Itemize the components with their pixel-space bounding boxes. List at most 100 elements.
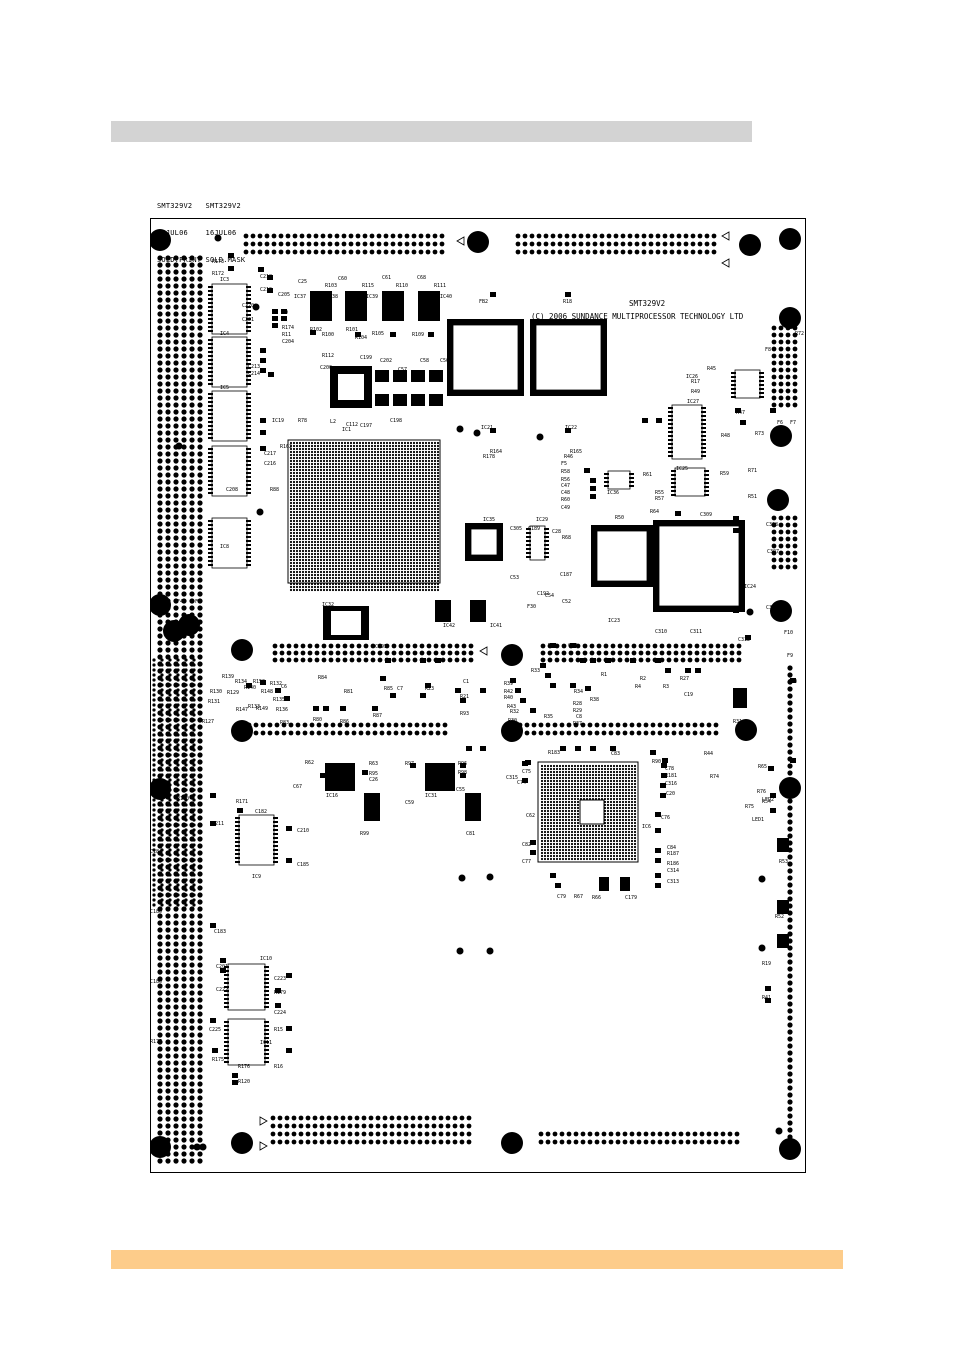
pin [307,540,311,544]
pin [376,546,380,550]
pin [334,450,338,454]
pin [176,698,180,702]
pin [406,513,410,517]
pin [352,450,356,454]
pin [173,423,179,429]
pin [358,486,362,490]
pin [576,800,580,804]
pin [379,468,383,472]
pin [157,339,163,345]
pin [561,788,565,792]
pin [409,483,413,487]
pin [295,516,299,520]
pin [552,806,556,810]
pin [608,1139,614,1145]
pin [406,552,410,556]
pin [370,465,374,469]
pin [409,459,413,463]
pin [406,495,410,499]
pin [346,456,350,460]
pin [397,549,401,553]
pin [358,501,362,505]
pin [165,969,171,975]
pin [771,515,777,521]
pin [152,813,156,817]
pin [292,546,296,550]
pin [184,803,188,807]
pin [165,1095,171,1101]
pin [355,483,359,487]
pin [418,546,422,550]
pin [184,848,188,852]
mounting-hole [779,307,801,329]
pin [197,787,203,793]
pin [466,1123,472,1129]
pin [298,531,302,535]
pin [517,730,523,736]
pin [370,522,374,526]
pin [412,531,416,535]
pin [573,785,577,789]
pin [189,1032,195,1038]
pin [403,579,407,583]
pin [787,994,793,1000]
pin [181,1158,187,1164]
pin [377,650,383,656]
pin [370,528,374,532]
pin [570,857,574,861]
pin [284,1115,290,1121]
pin [385,489,389,493]
pin [403,540,407,544]
pin [406,516,410,520]
pin [157,948,163,954]
pin [313,519,317,523]
pin [292,588,296,592]
pin [576,839,580,843]
pin [433,546,437,550]
pin [165,304,171,310]
pin [421,450,425,454]
pin [427,570,431,574]
pin [295,525,299,529]
pin [585,842,589,846]
pin [394,558,398,562]
pin [173,619,179,625]
pin [334,573,338,577]
pin [157,542,163,548]
pin [673,657,679,663]
pin [382,513,386,517]
pin [415,513,419,517]
pin [415,453,419,457]
pin [173,353,179,359]
pin [328,531,332,535]
pin [576,830,580,834]
pin [340,456,344,460]
pin [152,788,156,792]
pin [181,437,187,443]
pin [427,540,431,544]
pin [436,567,440,571]
pin [452,1131,458,1137]
pin [715,650,721,656]
pin [778,536,784,542]
pin [787,1050,793,1056]
pin [436,573,440,577]
pin [424,519,428,523]
pin [189,304,195,310]
pin [337,507,341,511]
pin [433,456,437,460]
pin [558,764,562,768]
pin [424,546,428,550]
pin [436,558,440,562]
pin [340,1139,346,1145]
pin [576,809,580,813]
pin [298,519,302,523]
pin [349,504,353,508]
pin [736,650,742,656]
pin [388,576,392,580]
pin [549,803,553,807]
pin [370,498,374,502]
pin [334,543,338,547]
pin [566,1131,572,1137]
pin [316,507,320,511]
